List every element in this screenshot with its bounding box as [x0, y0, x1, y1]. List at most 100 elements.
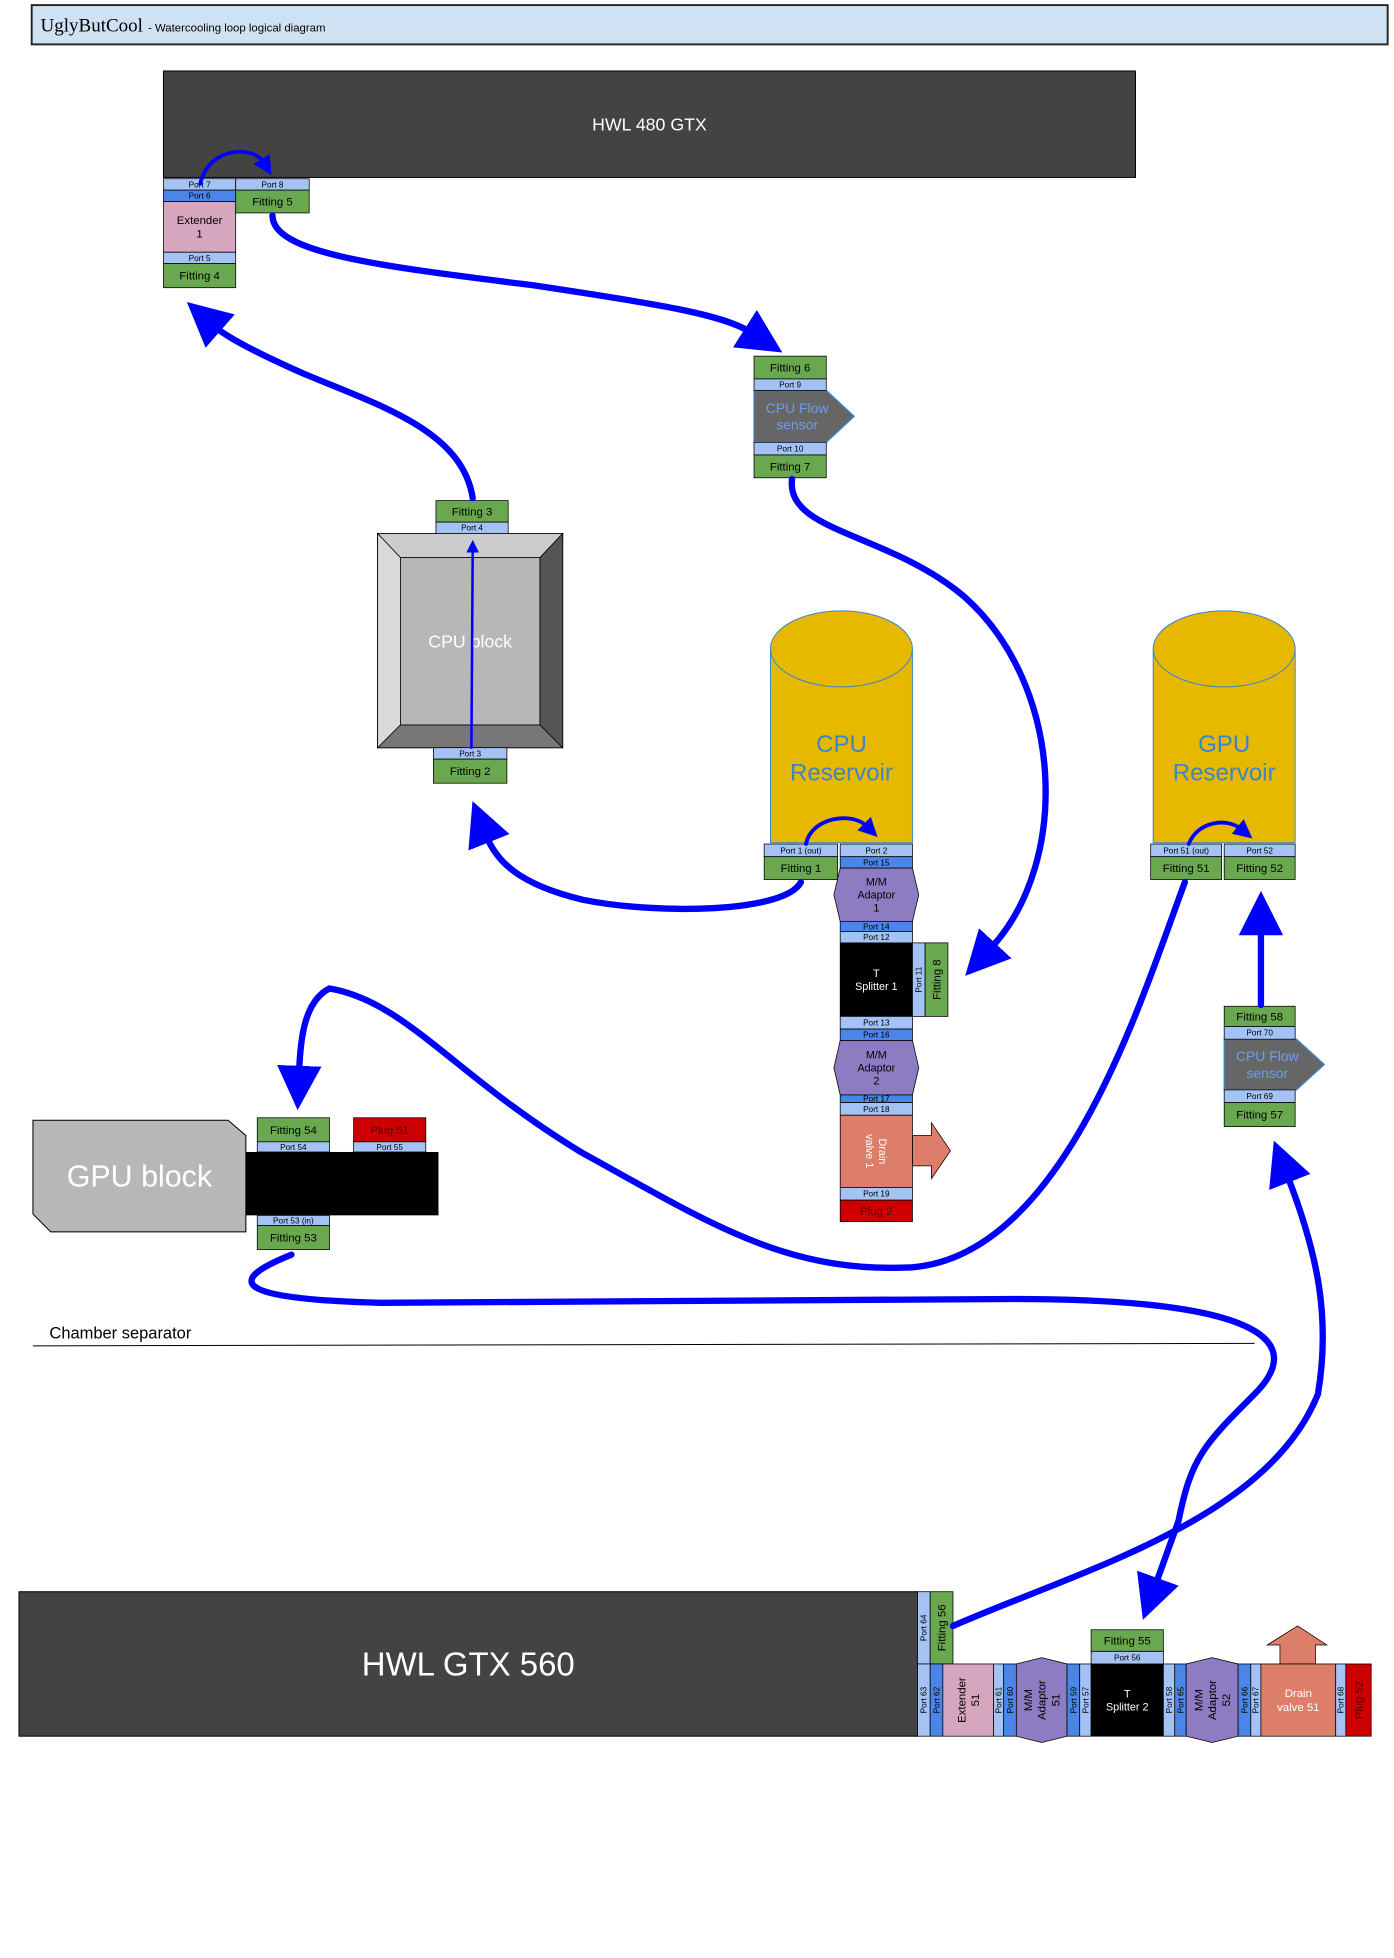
plug-2-label: Plug 2 — [860, 1206, 892, 1218]
port-53: Port 53 (in) — [256, 1214, 330, 1226]
port-9: Port 9 — [753, 378, 827, 391]
fitting-8-label: Fitting 8 — [932, 959, 944, 1000]
port-58-label: Port 58 — [1165, 1686, 1174, 1713]
hwl-480-label: HWL 480 GTX — [592, 114, 707, 134]
fitting-7-label: Fitting 7 — [770, 461, 811, 473]
port-57-label: Port 57 — [1081, 1686, 1090, 1713]
plug-2: Plug 2 — [839, 1199, 913, 1223]
pipe-arrow — [788, 475, 1049, 976]
port-62: Port 62 — [929, 1663, 944, 1737]
port-13: Port 13 — [839, 1016, 913, 1030]
port-18: Port 18 — [839, 1102, 913, 1116]
port-54-label: Port 54 — [280, 1143, 307, 1152]
port-17-label: Port 17 — [863, 1095, 890, 1104]
port-14: Port 14 — [839, 920, 913, 932]
plug-51-label: Plug 51 — [370, 1125, 409, 1137]
port-11: Port 11 — [912, 942, 926, 1017]
port-64-label: Port 64 — [920, 1614, 929, 1641]
port-55: Port 55 — [353, 1141, 427, 1153]
port-68: Port 68 — [1335, 1663, 1347, 1737]
gpu-block-label: GPU block — [67, 1160, 213, 1194]
port-67: Port 67 — [1250, 1663, 1262, 1737]
port-63-label: Port 63 — [920, 1686, 929, 1713]
port-68-label: Port 68 — [1337, 1686, 1346, 1713]
pipe-arrow — [466, 539, 480, 749]
fitting-55-label: Fitting 55 — [1104, 1636, 1151, 1648]
plug-52-label: Plug 52 — [1354, 1681, 1366, 1720]
fitting-56-label: Fitting 56 — [937, 1604, 949, 1651]
fitting-6: Fitting 6 — [753, 355, 827, 380]
port-5-label: Port 5 — [189, 254, 211, 263]
fitting-57-label: Fitting 57 — [1236, 1110, 1283, 1122]
drain-valve-1: Drainvalve 1 — [839, 1114, 913, 1188]
port-12-label: Port 12 — [863, 933, 890, 942]
port-16-label: Port 16 — [863, 1031, 890, 1040]
port-9-label: Port 9 — [779, 381, 801, 390]
port-59-label: Port 59 — [1069, 1686, 1078, 1713]
port-53-label: Port 53 (in) — [273, 1216, 314, 1225]
chamber-separator: Chamber separator — [32, 1324, 1255, 1347]
hwl-560-label: HWL GTX 560 — [362, 1645, 575, 1682]
port-70: Port 70 — [1223, 1026, 1296, 1040]
port-15-label: Port 15 — [863, 858, 890, 867]
plug-52: Plug 52 — [1345, 1663, 1372, 1737]
port-19-label: Port 19 — [863, 1190, 890, 1199]
gpu-block: GPU block — [32, 1119, 439, 1233]
port-56-label: Port 56 — [1114, 1654, 1141, 1663]
port-1-label: Port 1 (out) — [780, 846, 821, 855]
plug-51: Plug 51 — [353, 1117, 427, 1143]
title-bar: UglyButCool- Watercooling loop logical d… — [30, 4, 1389, 46]
port-2: Port 2 — [839, 843, 913, 858]
port-8-label: Port 8 — [261, 180, 283, 189]
port-5: Port 5 — [163, 251, 237, 265]
fitting-1-label: Fitting 1 — [781, 863, 822, 875]
port-1: Port 1 (out) — [763, 843, 839, 858]
fitting-1: Fitting 1 — [763, 856, 839, 880]
port-65: Port 65 — [1174, 1663, 1187, 1737]
cpu-block-label: CPU block — [428, 631, 512, 651]
port-13-label: Port 13 — [863, 1019, 890, 1028]
port-51-label: Port 51 (out) — [1163, 846, 1209, 855]
port-4-label: Port 4 — [461, 524, 483, 533]
pipe-arrow — [468, 801, 805, 913]
port-16: Port 16 — [839, 1028, 913, 1041]
port-61: Port 61 — [993, 1663, 1005, 1737]
port-3-label: Port 3 — [459, 749, 481, 758]
port-51: Port 51 (out) — [1150, 843, 1223, 858]
port-70-label: Port 70 — [1246, 1029, 1273, 1038]
port-67-label: Port 67 — [1252, 1686, 1261, 1713]
port-59: Port 59 — [1066, 1663, 1081, 1737]
pipes — [186, 149, 1327, 1630]
fitting-6-label: Fitting 6 — [770, 363, 811, 375]
port-10: Port 10 — [753, 441, 827, 456]
fitting-57: Fitting 57 — [1223, 1102, 1296, 1128]
port-10-label: Port 10 — [777, 445, 804, 454]
pipe-arrow — [198, 149, 272, 186]
port-52-label: Port 52 — [1246, 846, 1273, 855]
pipe-arrow — [949, 1140, 1327, 1630]
fitting-58: Fitting 58 — [1223, 1005, 1296, 1027]
fitting-5: Fitting 5 — [235, 189, 310, 214]
drain-valve-1-label: Drainvalve 1 — [863, 1134, 888, 1168]
port-6: Port 6 — [163, 189, 237, 202]
fitting-2: Fitting 2 — [433, 758, 508, 784]
fitting-52: Fitting 52 — [1223, 856, 1296, 880]
chamber-separator-label: Chamber separator — [49, 1324, 191, 1342]
port-52: Port 52 — [1223, 843, 1296, 858]
port-58: Port 58 — [1162, 1663, 1176, 1737]
fitting-8: Fitting 8 — [924, 942, 949, 1017]
